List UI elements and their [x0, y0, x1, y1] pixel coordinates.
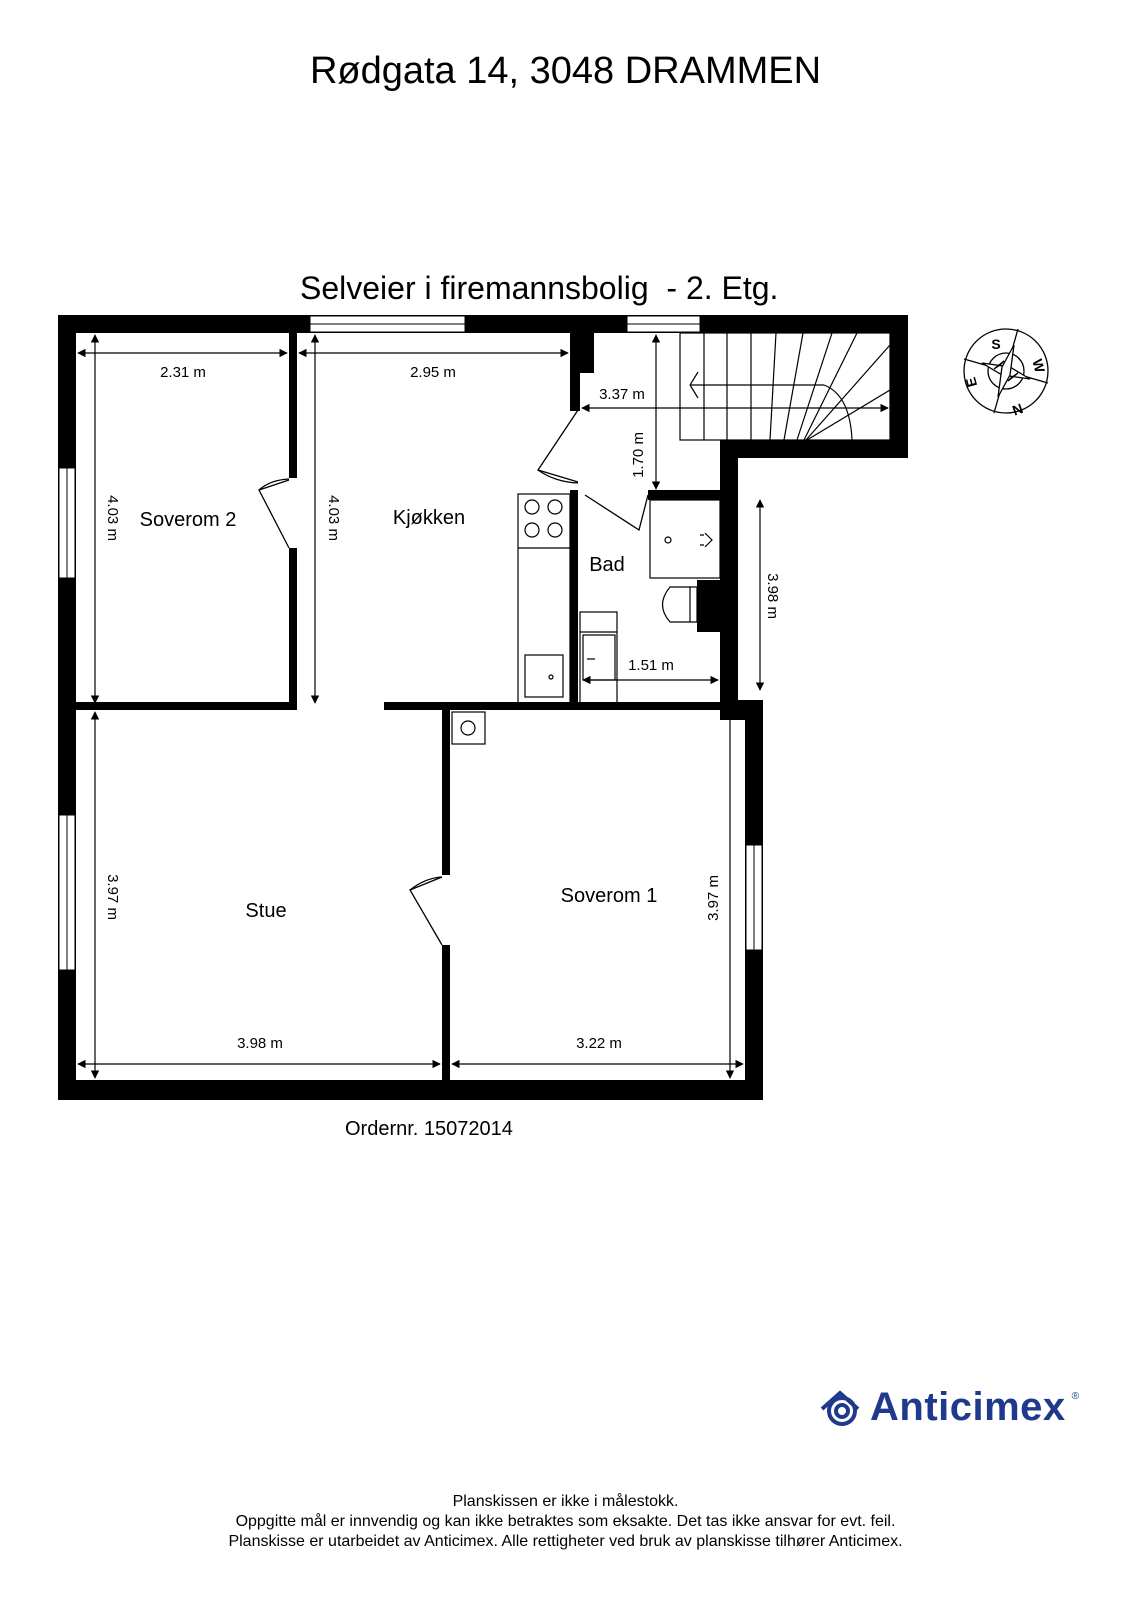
compass-n: N	[1010, 400, 1025, 418]
chimney-fixture	[451, 711, 486, 745]
order-number: Ordernr. 15072014	[345, 1118, 513, 1140]
anticimex-emblem-icon	[820, 1389, 860, 1426]
dim-soverom1-width: 3.22 m	[576, 1035, 622, 1052]
dim-soverom2-width: 2.31 m	[160, 364, 206, 381]
dim-kjokken-width: 2.95 m	[410, 364, 456, 381]
walls	[58, 315, 908, 1100]
disclaimer-footer: Planskissen er ikke i målestokk. Oppgitt…	[0, 1492, 1131, 1552]
room-labels: Soverom 2 Kjøkken Bad Stue Soverom 1	[140, 507, 658, 922]
compass-w: W	[1029, 357, 1048, 375]
windows	[58, 315, 763, 971]
floor-subtitle: Selveier i firemannsbolig - 2. Etg.	[300, 270, 779, 306]
room-bad: Bad	[589, 554, 625, 576]
dim-bad-width: 1.51 m	[628, 657, 674, 674]
logo-text: Anticimex	[870, 1385, 1066, 1429]
dim-kjokken-length: 4.03 m	[325, 495, 342, 541]
dimension-lines	[77, 334, 889, 1079]
dim-soverom2-length: 4.03 m	[104, 495, 121, 541]
doors	[258, 409, 649, 946]
staircase	[679, 332, 891, 441]
dim-hall-width: 3.37 m	[599, 386, 645, 403]
room-soverom-2: Soverom 2	[140, 509, 237, 531]
dimension-labels: 2.31 m 4.03 m 2.95 m 4.03 m 3.37 m 1.70 …	[104, 364, 781, 1052]
footer-line-2: Oppgitte mål er innvendig og kan ikke be…	[235, 1513, 896, 1530]
logo-registered-mark: ®	[1071, 1391, 1080, 1402]
footer-line-1: Planskissen er ikke i målestokk.	[452, 1493, 679, 1510]
room-soverom-1: Soverom 1	[561, 885, 658, 907]
dim-bad-length: 3.98 m	[764, 573, 781, 619]
room-kjokken: Kjøkken	[393, 507, 465, 529]
dim-hall-length: 1.70 m	[630, 432, 647, 478]
anticimex-logo: Anticimex ®	[818, 1385, 1079, 1430]
footer-line-3: Planskisse er utarbeidet av Anticimex. A…	[228, 1533, 903, 1550]
dim-stue-width: 3.98 m	[237, 1035, 283, 1052]
compass-e: E	[962, 376, 980, 389]
kitchen-counter	[517, 493, 571, 705]
bathroom-fixtures	[579, 499, 721, 705]
dim-stue-length: 3.97 m	[104, 874, 121, 920]
compass-icon: S W N E	[962, 328, 1049, 419]
page-title: Rødgata 14, 3048 DRAMMEN	[309, 50, 822, 92]
room-stue: Stue	[245, 900, 286, 922]
dim-soverom1-length: 3.97 m	[705, 875, 722, 921]
compass-s: S	[991, 336, 1000, 352]
